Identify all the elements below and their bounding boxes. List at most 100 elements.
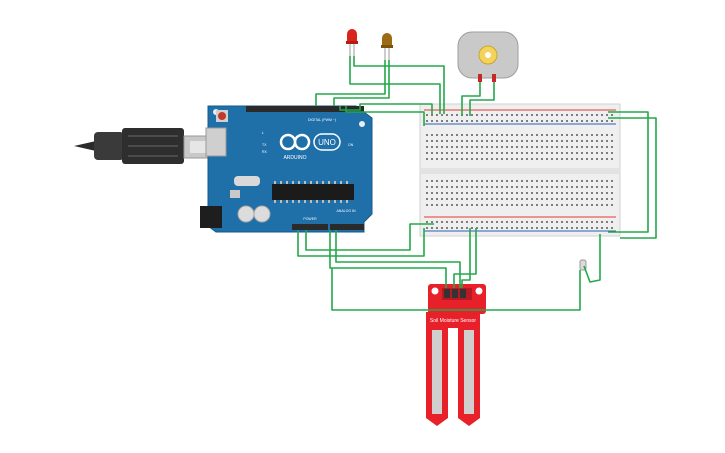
breadboard-hole xyxy=(601,158,603,160)
breadboard-hole xyxy=(471,114,473,116)
wire-motor-a[interactable] xyxy=(461,82,481,116)
breadboard-hole xyxy=(526,152,528,154)
breadboard-hole xyxy=(506,140,508,142)
breadboard-hole xyxy=(451,140,453,142)
breadboard-hole xyxy=(431,204,433,206)
breadboard-hole xyxy=(441,120,443,122)
breadboard-hole xyxy=(596,140,598,142)
wire-right-rail-a[interactable] xyxy=(608,111,649,233)
breadboard-hole xyxy=(526,146,528,148)
breadboard-hole xyxy=(606,114,608,116)
breadboard-hole xyxy=(456,152,458,154)
breadboard-hole xyxy=(586,186,588,188)
wire-sensor-vcc[interactable] xyxy=(453,228,477,288)
wire-analog-a0[interactable] xyxy=(329,230,447,288)
breadboard-hole xyxy=(581,140,583,142)
wire-amber-led-gnd[interactable] xyxy=(333,60,390,106)
breadboard-hole xyxy=(591,158,593,160)
breadboard-hole xyxy=(501,204,503,206)
breadboard-hole xyxy=(576,158,578,160)
breadboard-hole xyxy=(481,120,483,122)
wire-red-led-breadboard[interactable] xyxy=(349,56,441,114)
breadboard-hole xyxy=(426,134,428,136)
breadboard-hole xyxy=(481,204,483,206)
breadboard-hole xyxy=(611,221,613,223)
breadboard-hole xyxy=(571,198,573,200)
breadboard-hole xyxy=(576,146,578,148)
breadboard-hole xyxy=(501,198,503,200)
breadboard-hole xyxy=(466,186,468,188)
breadboard-hole xyxy=(461,134,463,136)
breadboard-hole xyxy=(516,186,518,188)
breadboard-hole xyxy=(501,120,503,122)
breadboard-hole xyxy=(501,152,503,154)
breadboard-hole xyxy=(446,134,448,136)
breadboard-hole xyxy=(486,114,488,116)
breadboard-hole xyxy=(456,140,458,142)
breadboard-hole xyxy=(581,180,583,182)
breadboard-hole xyxy=(576,140,578,142)
wire-red-led-arduino[interactable] xyxy=(353,56,445,114)
breadboard-hole xyxy=(556,180,558,182)
breadboard-hole xyxy=(451,114,453,116)
breadboard-hole xyxy=(506,158,508,160)
wires xyxy=(297,56,657,311)
breadboard-hole xyxy=(606,180,608,182)
breadboard-hole xyxy=(566,152,568,154)
wire-sensor-gnd[interactable] xyxy=(461,228,471,288)
breadboard-hole xyxy=(606,140,608,142)
breadboard-hole xyxy=(511,221,513,223)
breadboard-hole xyxy=(461,192,463,194)
breadboard-hole xyxy=(601,204,603,206)
red-led-icon[interactable] xyxy=(346,29,358,56)
wire-probe[interactable] xyxy=(583,234,601,283)
breadboard-hole xyxy=(581,146,583,148)
breadboard-hole xyxy=(516,227,518,229)
breadboard-hole xyxy=(556,152,558,154)
breadboard-hole xyxy=(506,134,508,136)
breadboard-hole xyxy=(486,192,488,194)
breadboard-hole xyxy=(431,198,433,200)
amber-led-icon[interactable] xyxy=(381,33,393,60)
breadboard-hole xyxy=(446,146,448,148)
wire-digital-to-breadboard[interactable] xyxy=(339,103,433,114)
wire-digital-2[interactable] xyxy=(345,106,425,126)
breadboard-hole xyxy=(546,140,548,142)
breadboard-hole xyxy=(546,221,548,223)
breadboard-hole xyxy=(521,198,523,200)
wire-power-gnd[interactable] xyxy=(305,223,434,251)
arduino-uno-icon[interactable] xyxy=(200,105,373,233)
breadboard-hole xyxy=(551,120,553,122)
breadboard-hole xyxy=(541,204,543,206)
wire-right-rail-b[interactable] xyxy=(608,117,657,239)
breadboard-hole xyxy=(541,221,543,223)
breadboard-hole xyxy=(446,180,448,182)
breadboard-hole xyxy=(501,134,503,136)
breadboard-hole xyxy=(496,134,498,136)
usb-cable-icon[interactable] xyxy=(74,128,219,164)
soil-moisture-sensor-icon[interactable] xyxy=(426,284,486,426)
breadboard-hole xyxy=(526,204,528,206)
breadboard-hole xyxy=(506,192,508,194)
wire-amber-led-pin[interactable] xyxy=(315,60,386,106)
breadboard-hole xyxy=(486,221,488,223)
breadboard-hole xyxy=(476,204,478,206)
breadboard-icon[interactable] xyxy=(419,103,621,237)
breadboard-hole xyxy=(511,180,513,182)
breadboard-hole xyxy=(551,114,553,116)
breadboard-hole xyxy=(491,146,493,148)
wire-motor-b[interactable] xyxy=(469,82,495,116)
breadboard-hole xyxy=(501,146,503,148)
breadboard-hole xyxy=(566,140,568,142)
breadboard-hole xyxy=(576,186,578,188)
wire-power-5v[interactable] xyxy=(297,228,425,257)
breadboard-hole xyxy=(511,152,513,154)
breadboard-hole xyxy=(431,192,433,194)
wire-analog-a1[interactable] xyxy=(335,230,461,288)
breadboard-hole xyxy=(566,114,568,116)
wire-probe-return[interactable] xyxy=(331,268,581,311)
dc-motor-icon[interactable] xyxy=(457,31,519,82)
breadboard-hole xyxy=(591,114,593,116)
breadboard-hole xyxy=(606,120,608,122)
breadboard-hole xyxy=(536,134,538,136)
